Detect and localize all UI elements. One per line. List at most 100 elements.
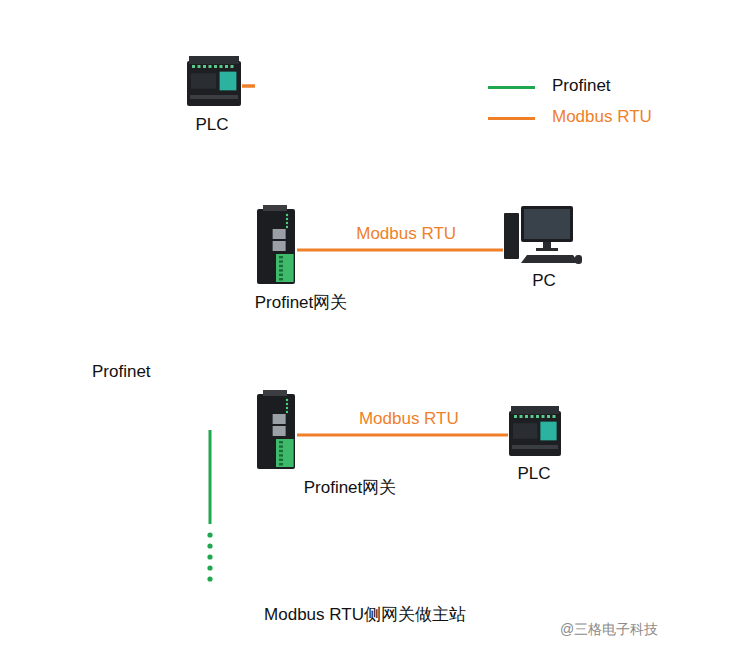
stand [543, 242, 551, 249]
legend-swatch [488, 117, 535, 120]
terminal [220, 65, 223, 68]
ethernet-port [273, 229, 286, 239]
legend-text: Profinet [552, 76, 611, 96]
ethernet-port [273, 241, 286, 251]
led [286, 411, 288, 413]
modbus-connector [242, 85, 255, 88]
terminal-screw [279, 445, 283, 447]
led [286, 222, 288, 224]
bus-line [209, 430, 212, 524]
device-icon [508, 405, 562, 457]
plc-cover [191, 73, 216, 89]
device-label: PLC [195, 115, 228, 135]
led [286, 399, 288, 401]
ethernet-port [273, 426, 286, 436]
terminal-screw [279, 256, 283, 258]
dot [207, 565, 212, 570]
keyboard [521, 255, 579, 263]
terminal [514, 415, 517, 418]
led [286, 407, 288, 409]
monitor [521, 206, 573, 242]
pc-device: PC [503, 205, 585, 267]
terminal-screw [279, 265, 283, 267]
terminal-screw [279, 269, 283, 271]
plc-cover [513, 423, 537, 439]
device-label: Profinet网关 [255, 291, 348, 314]
dot [207, 543, 212, 548]
plc-top [189, 56, 239, 64]
plc-device: PLC [508, 405, 562, 457]
terminal-screw [279, 454, 283, 456]
caption: Modbus RTU侧网关做主站 [264, 603, 466, 626]
terminal-screw [279, 463, 283, 465]
plc-panel [220, 72, 237, 91]
plc-bottom [512, 445, 558, 449]
terminal-screw [279, 450, 283, 452]
terminal-block [276, 254, 294, 282]
terminal-screw [279, 441, 283, 443]
legend-text: Modbus RTU [552, 107, 652, 127]
modbus-connector [297, 434, 508, 437]
terminal-screw [279, 260, 283, 262]
device-icon [255, 205, 297, 285]
gateway-device: Profinet网关 [255, 205, 297, 285]
device-icon [186, 55, 242, 107]
link-label: Modbus RTU [357, 409, 461, 429]
screen [524, 209, 570, 239]
modbus-connector [242, 85, 255, 88]
terminal [203, 65, 206, 68]
plc-body [509, 411, 561, 456]
legend-swatch [488, 86, 535, 89]
terminal-block [276, 439, 294, 467]
terminal [531, 415, 534, 418]
modbus-connector [297, 249, 503, 252]
led [286, 214, 288, 216]
plc-panel [540, 422, 556, 441]
led [286, 218, 288, 220]
dot [207, 532, 212, 537]
bus-label: Profinet [92, 362, 151, 382]
terminal [542, 415, 545, 418]
bus-continuation-dots [207, 532, 212, 581]
plc-bottom [190, 95, 238, 99]
led [286, 226, 288, 228]
plc-device: PLC [186, 55, 242, 107]
gateway-body [257, 209, 295, 284]
terminal [525, 415, 528, 418]
terminal [209, 65, 212, 68]
led [286, 403, 288, 405]
gateway-body [257, 394, 295, 469]
device-icon [503, 205, 585, 267]
dot [207, 576, 212, 581]
terminal [553, 415, 556, 418]
ethernet-port [273, 414, 286, 424]
gateway-top [263, 390, 287, 396]
mouse [575, 255, 582, 264]
terminal [547, 415, 550, 418]
stand-base [536, 248, 558, 251]
tower [504, 213, 519, 259]
terminal [520, 415, 523, 418]
terminal [214, 65, 217, 68]
device-label: PC [532, 271, 556, 291]
terminal-screw [279, 274, 283, 276]
terminal [536, 415, 539, 418]
gateway-device: Profinet网关 [255, 390, 297, 470]
terminal-screw [279, 278, 283, 280]
link-label: Modbus RTU [354, 224, 458, 244]
device-icon [255, 390, 297, 470]
terminal-screw [279, 459, 283, 461]
dot [207, 554, 212, 559]
terminal [192, 65, 195, 68]
terminal [231, 65, 234, 68]
plc-top [511, 406, 559, 414]
device-label: PLC [517, 464, 550, 484]
plc-body [187, 61, 241, 106]
device-label: Profinet网关 [304, 476, 397, 499]
gateway-top [263, 205, 287, 211]
terminal [198, 65, 201, 68]
watermark: @三格电子科技 [560, 621, 658, 639]
terminal [225, 65, 228, 68]
